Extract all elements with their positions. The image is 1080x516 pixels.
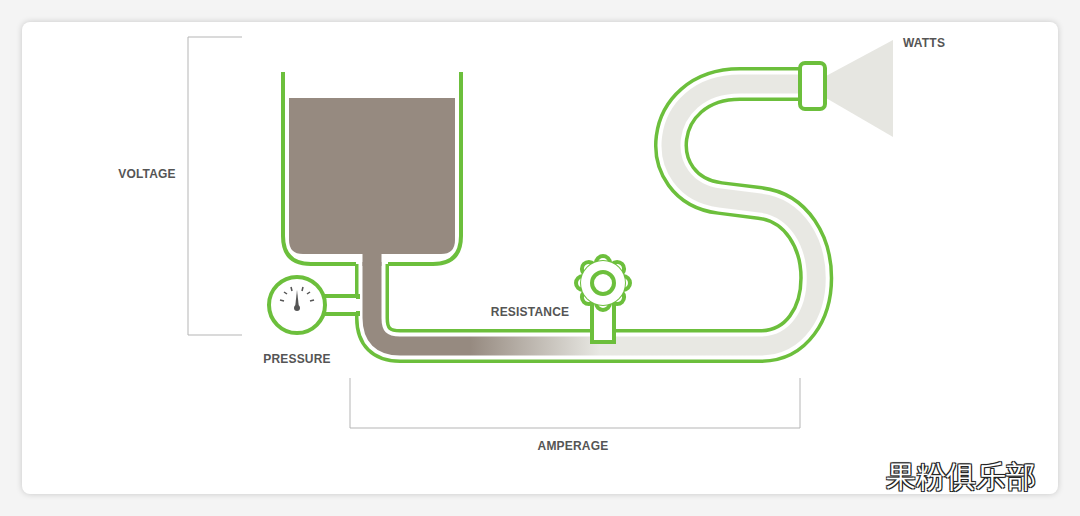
voltage-bracket [188,37,242,335]
nozzle [800,40,893,137]
watermark: 果粉俱乐部 [886,457,1036,498]
card-ground [22,22,1058,494]
gauge-label: PRESSURE [263,352,331,366]
voltage-label: VOLTAGE [118,167,176,181]
component-label: RESISTANCE [491,305,569,319]
current-label: AMPERAGE [538,439,609,453]
valve [576,256,630,342]
water-tank [280,60,464,266]
amperage-bracket [350,378,800,428]
output-label: WATTS [903,36,945,50]
pressure-gauge [269,277,362,333]
